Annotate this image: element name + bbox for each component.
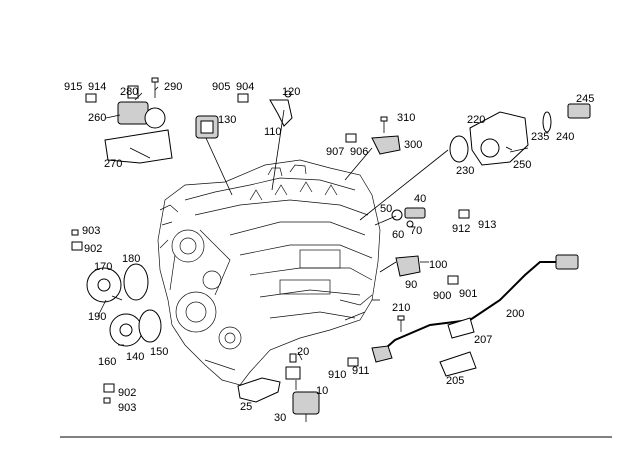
callout-130: 130 <box>218 114 236 126</box>
callout-150: 150 <box>150 346 168 358</box>
callout-300: 300 <box>404 139 422 151</box>
callout-20: 20 <box>297 346 309 358</box>
callout-40: 40 <box>414 193 426 205</box>
callout-901: 901 <box>459 288 477 300</box>
callout-205: 205 <box>446 375 464 387</box>
callout-904: 904 <box>236 81 254 93</box>
callout-290: 290 <box>164 81 182 93</box>
callout-60: 60 <box>392 229 404 241</box>
sensor-110-part <box>269 90 293 127</box>
engine-block-illustration <box>157 159 381 386</box>
callout-915: 915 <box>64 81 82 93</box>
callout-914: 914 <box>88 81 106 93</box>
callout-30: 30 <box>274 412 286 424</box>
callout-245: 245 <box>576 93 594 105</box>
callout-70: 70 <box>410 225 422 237</box>
sensor-10-part <box>285 353 320 422</box>
callout-207: 207 <box>474 334 492 346</box>
callout-907: 907 <box>326 146 344 158</box>
callout-903-bottom: 903 <box>118 402 136 414</box>
callout-100: 100 <box>429 259 447 271</box>
callout-240: 240 <box>556 131 574 143</box>
callout-902-bottom: 902 <box>118 387 136 399</box>
callout-310: 310 <box>397 112 415 124</box>
callout-235: 235 <box>531 131 549 143</box>
sensor-40-part <box>391 207 426 228</box>
callout-902-top: 902 <box>84 243 102 255</box>
callout-230: 230 <box>456 165 474 177</box>
callout-50: 50 <box>380 203 392 215</box>
clamp-25-part <box>237 377 281 403</box>
callout-210: 210 <box>392 302 410 314</box>
callout-900: 900 <box>433 290 451 302</box>
callout-280: 280 <box>120 86 138 98</box>
callout-220: 220 <box>467 114 485 126</box>
callout-140: 140 <box>126 351 144 363</box>
callout-180: 180 <box>122 253 140 265</box>
callout-911: 911 <box>352 365 370 377</box>
callout-913: 913 <box>478 219 496 231</box>
sensor-300-part <box>371 116 401 155</box>
callout-labels: 915 914 280 290 905 904 120 260 130 110 … <box>64 81 594 424</box>
callout-110: 110 <box>264 126 282 138</box>
callout-90: 90 <box>405 279 417 291</box>
callout-170: 170 <box>94 261 112 273</box>
callout-905: 905 <box>212 81 230 93</box>
connector-glyphs <box>71 93 470 404</box>
callout-25: 25 <box>240 401 252 413</box>
camshaft-adjuster-part <box>449 103 591 166</box>
callout-903-top: 903 <box>82 225 100 237</box>
callout-910: 910 <box>328 369 346 381</box>
callout-190: 190 <box>88 311 106 323</box>
callout-160: 160 <box>98 356 116 368</box>
pulley-170-part <box>86 263 149 303</box>
pulley-140-part <box>109 309 162 347</box>
callout-270: 270 <box>104 158 122 170</box>
callout-10: 10 <box>316 385 328 397</box>
throttle-actuator-part <box>104 85 173 164</box>
callout-906: 906 <box>350 146 368 158</box>
callout-260: 260 <box>88 112 106 124</box>
callout-200: 200 <box>506 308 524 320</box>
sensor-90-part <box>395 255 421 277</box>
leader-lines <box>60 86 612 438</box>
callout-250: 250 <box>513 159 531 171</box>
wiring-harness-part <box>371 254 579 377</box>
callout-912: 912 <box>452 223 470 235</box>
sensor-130-part <box>195 115 219 139</box>
callout-120: 120 <box>282 86 300 98</box>
